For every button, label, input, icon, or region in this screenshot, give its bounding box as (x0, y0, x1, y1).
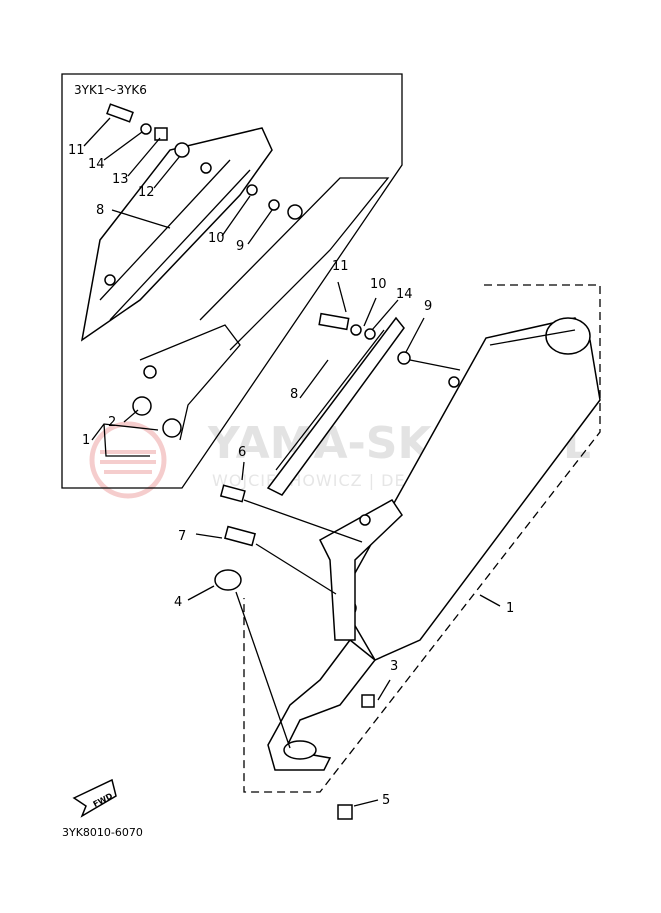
main-assembly-outline (243, 284, 601, 793)
main-heat-protector (266, 316, 405, 496)
inset-callout-9: 9 (236, 239, 244, 254)
callout-4: 4 (174, 595, 182, 610)
inset-title: 3YK1～3YK6 (74, 83, 147, 97)
callout-5: 5 (382, 793, 390, 808)
inset-leaders (83, 117, 273, 457)
inset-callout-1: 1 (82, 433, 90, 448)
callout-6: 6 (238, 445, 246, 460)
inset-callout-14: 14 (88, 157, 105, 172)
main-small-parts (214, 312, 411, 820)
inset-muffler (139, 177, 390, 441)
inset-heat-protector (80, 127, 273, 342)
watermark-logo-icon (89, 421, 167, 499)
inset-callout-8: 8 (96, 203, 104, 218)
callout-1: 1 (506, 601, 514, 616)
inset-callout-10: 10 (208, 231, 225, 246)
inset-callouts: 11 14 13 12 8 10 9 2 1 (68, 143, 244, 448)
main-callouts: 11 10 14 9 8 6 7 4 1 3 5 (174, 259, 514, 808)
callout-10: 10 (370, 277, 387, 292)
fwd-arrow-icon: FWD (72, 778, 117, 818)
inset-callout-2: 2 (108, 415, 116, 430)
drawing-code: 3YK8010-6070 (62, 826, 143, 839)
inset-callout-11: 11 (68, 143, 85, 158)
callout-9: 9 (424, 299, 432, 314)
callout-11: 11 (332, 259, 349, 274)
inset-frame: 3YK1～3YK6 (61, 73, 403, 489)
callout-7: 7 (178, 529, 186, 544)
inset-callout-13: 13 (112, 172, 129, 187)
main-muffler (267, 317, 601, 771)
callout-8: 8 (290, 387, 298, 402)
callout-3: 3 (390, 659, 398, 674)
inset-callout-12: 12 (138, 185, 155, 200)
callout-14: 14 (396, 287, 413, 302)
main-leaders (187, 281, 501, 807)
inset-small-parts (106, 103, 280, 416)
